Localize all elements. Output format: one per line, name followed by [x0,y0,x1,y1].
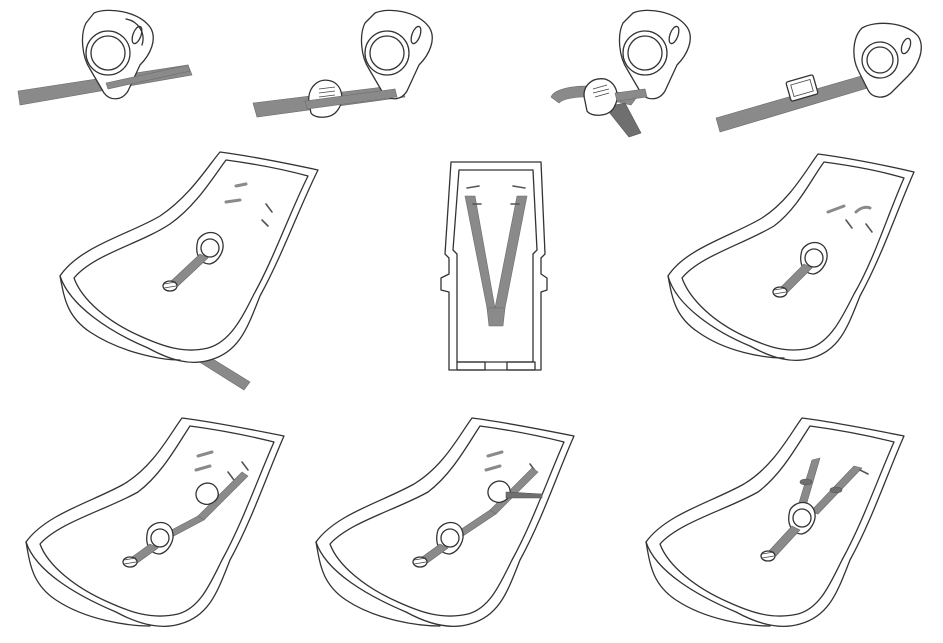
buckle-with-strap-icon [17,9,193,106]
seat-step-2 [437,158,557,378]
seat-step-5 [310,410,600,640]
seat-step-6 [640,410,930,640]
seat-left-shoulder-strap-icon [25,417,285,627]
buckle-strap-loop-icon [550,9,691,138]
buckle-step-1 [10,5,210,115]
seat-step-1 [50,146,340,396]
buckle-strap-adjuster-icon [252,9,433,118]
seat-crotch-strap-through-icon [59,151,319,391]
seat-shoulder-slots-icon [667,153,915,361]
seat-shell-rear-harness-icon [440,161,548,371]
buckle-step-3 [545,5,725,140]
seat-harness-complete-icon [645,417,905,627]
seat-step-4 [20,410,310,640]
seat-right-shoulder-strap-icon [315,417,575,627]
buckle-step-4 [712,14,937,134]
buckle-strap-threaded-icon [715,22,922,133]
seat-step-3 [660,146,930,386]
buckle-step-2 [245,5,455,130]
